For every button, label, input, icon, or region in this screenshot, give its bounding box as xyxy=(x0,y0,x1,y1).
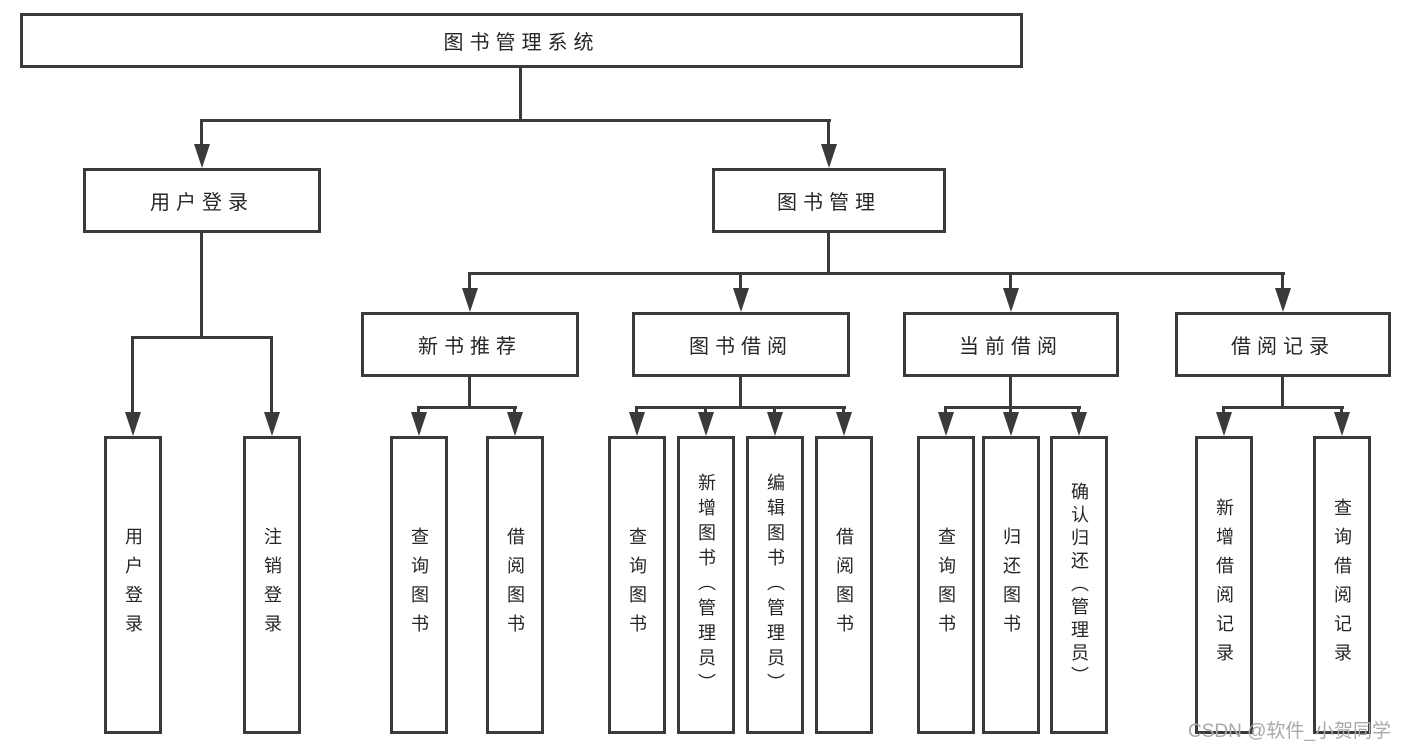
leaf-current-return: 归还图书 xyxy=(982,436,1040,734)
connector-stem-book-mgmt xyxy=(827,119,830,145)
arrow-down-icon xyxy=(125,412,141,436)
arrow-down-icon xyxy=(411,412,427,436)
connector-stub xyxy=(1009,406,1012,412)
connector-stem-new-books xyxy=(468,272,471,288)
arrow-down-icon xyxy=(1275,288,1291,312)
node-book-management: 图书管理 xyxy=(712,168,946,233)
connector-stem-current xyxy=(1009,272,1012,288)
node-book-borrowing: 图书借阅 xyxy=(632,312,850,377)
connector-stub xyxy=(1340,406,1343,412)
connector-current-stem xyxy=(1009,377,1012,406)
arrow-down-icon xyxy=(767,412,783,436)
connector-records-stem xyxy=(1281,377,1284,406)
connector-stub xyxy=(635,406,638,412)
node-root: 图书管理系统 xyxy=(20,13,1023,68)
connector-stub xyxy=(513,406,516,412)
leaf-current-confirm-admin: 确认归还（管理员） xyxy=(1050,436,1108,734)
node-user-login: 用户登录 xyxy=(83,168,321,233)
connector-stub xyxy=(1222,406,1225,412)
leaf-borrow-query: 查询图书 xyxy=(608,436,666,734)
arrow-down-icon xyxy=(938,412,954,436)
arrow-down-icon xyxy=(507,412,523,436)
arrow-down-icon xyxy=(733,288,749,312)
connector-stub xyxy=(417,406,420,412)
connector-stub xyxy=(704,406,707,412)
connector-root-stem xyxy=(519,68,522,119)
arrow-down-icon xyxy=(1334,412,1350,436)
connector-borrowing-stem xyxy=(739,377,742,406)
arrow-down-icon xyxy=(629,412,645,436)
leaf-logout: 注销登录 xyxy=(243,436,301,734)
connector-level2-bar xyxy=(468,272,1285,275)
arrow-down-icon xyxy=(462,288,478,312)
connector-stub xyxy=(944,406,947,412)
connector-stub xyxy=(1077,406,1080,412)
connector-user-login-stem xyxy=(200,233,203,336)
connector-newbooks-bar xyxy=(417,406,517,409)
connector-book-mgmt-stem xyxy=(827,233,830,272)
leaf-borrow-edit-admin: 编辑图书（管理员） xyxy=(746,436,804,734)
arrow-down-icon xyxy=(821,144,837,168)
leaf-newbooks-query: 查询图书 xyxy=(390,436,448,734)
connector-stem-user-login xyxy=(200,119,203,145)
arrow-down-icon xyxy=(1071,412,1087,436)
connector-user-login-bar xyxy=(131,336,273,339)
connector-newbooks-stem xyxy=(468,377,471,406)
arrow-down-icon xyxy=(264,412,280,436)
arrow-down-icon xyxy=(1003,288,1019,312)
connector-stem-records xyxy=(1281,272,1284,288)
connector-current-bar xyxy=(944,406,1081,409)
arrow-down-icon xyxy=(1003,412,1019,436)
arrow-down-icon xyxy=(194,144,210,168)
connector-stub xyxy=(842,406,845,412)
connector-stem-login xyxy=(131,336,134,412)
node-borrow-records: 借阅记录 xyxy=(1175,312,1391,377)
arrow-down-icon xyxy=(1216,412,1232,436)
connector-borrowing-bar xyxy=(635,406,846,409)
leaf-current-query: 查询图书 xyxy=(917,436,975,734)
connector-records-bar xyxy=(1222,406,1344,409)
connector-stem-borrowing xyxy=(739,272,742,288)
csdn-watermark: CSDN @软件_小贺同学 xyxy=(1188,721,1391,742)
leaf-user-login: 用户登录 xyxy=(104,436,162,734)
node-new-book-recommend: 新书推荐 xyxy=(361,312,579,377)
leaf-borrow-borrow: 借阅图书 xyxy=(815,436,873,734)
leaf-newbooks-borrow: 借阅图书 xyxy=(486,436,544,734)
arrow-down-icon xyxy=(698,412,714,436)
leaf-records-add: 新增借阅记录 xyxy=(1195,436,1253,734)
arrow-down-icon xyxy=(836,412,852,436)
leaf-records-query: 查询借阅记录 xyxy=(1313,436,1371,734)
connector-stem-logout xyxy=(270,336,273,412)
leaf-borrow-add-admin: 新增图书（管理员） xyxy=(677,436,735,734)
connector-level1-bar xyxy=(200,119,831,122)
connector-stub xyxy=(773,406,776,412)
node-current-borrowing: 当前借阅 xyxy=(903,312,1119,377)
